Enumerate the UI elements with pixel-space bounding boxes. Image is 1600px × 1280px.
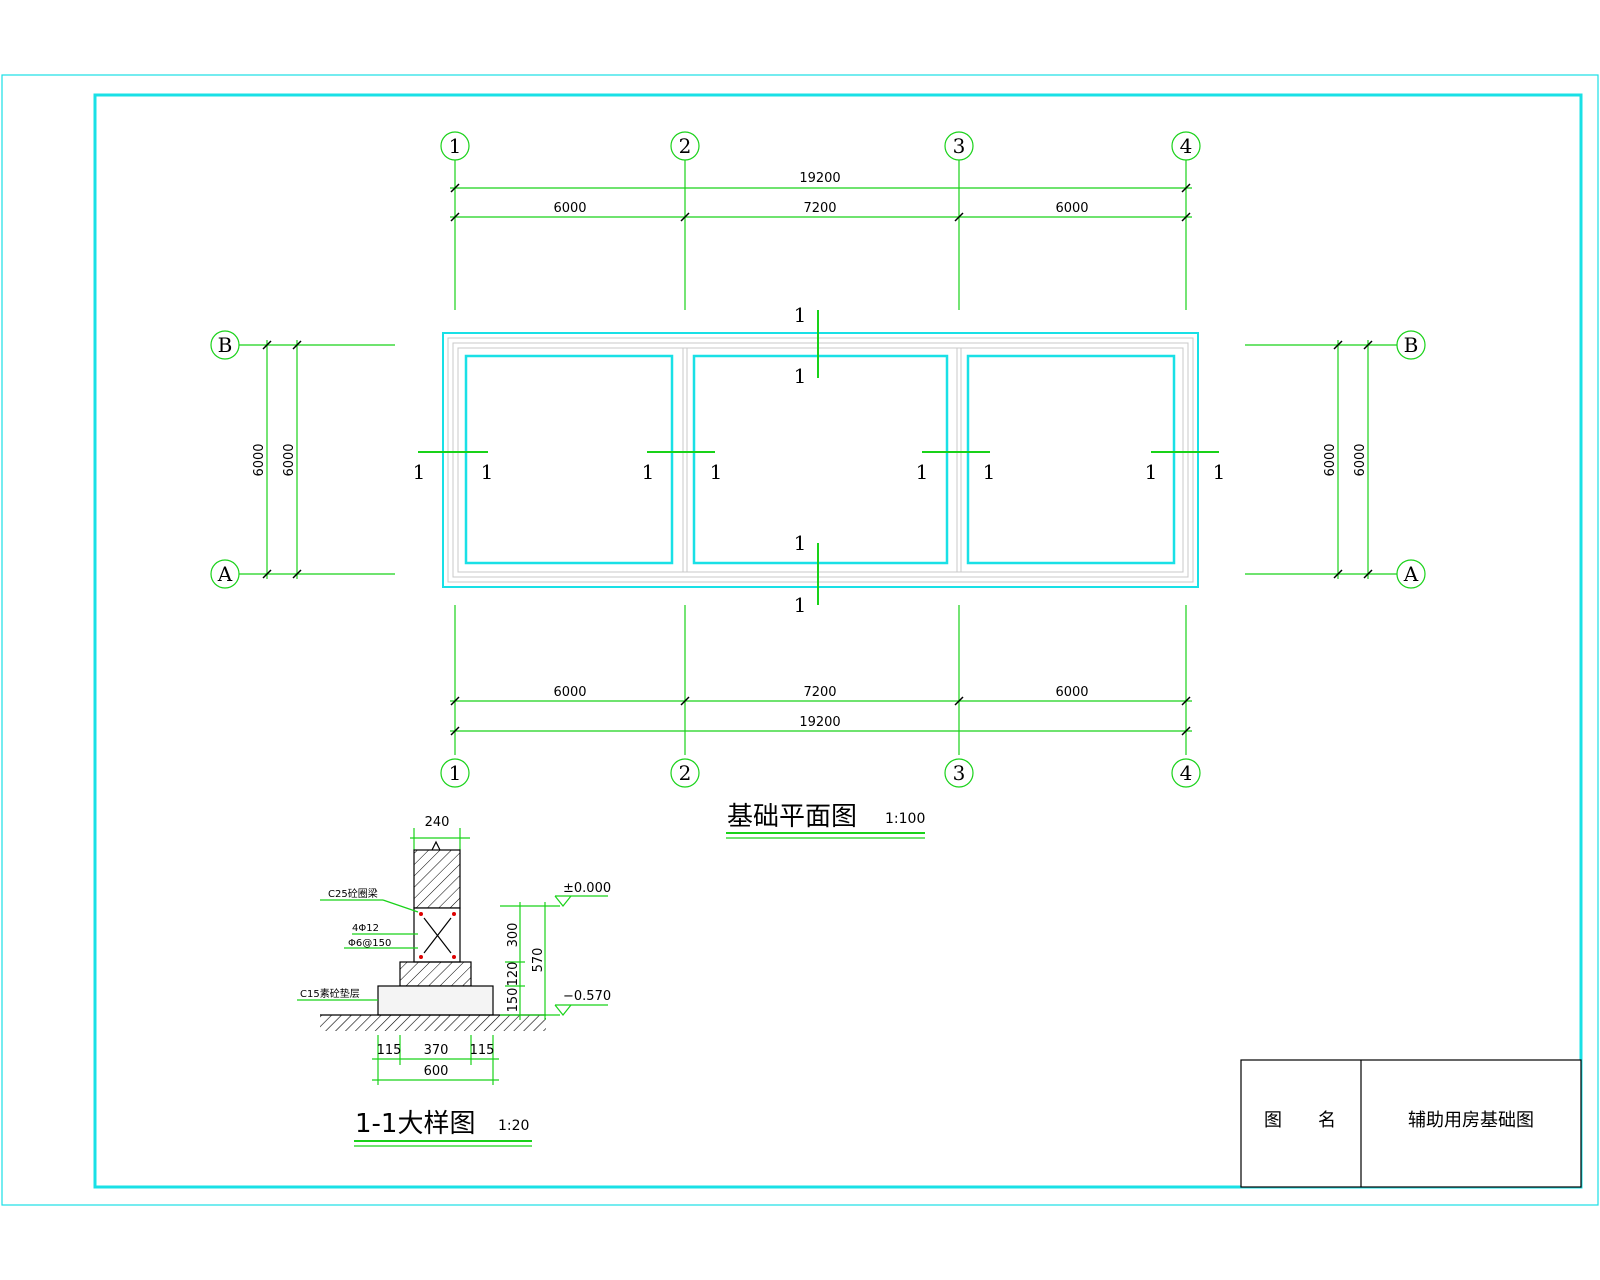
room-3-outline xyxy=(966,354,1176,565)
detail-cushion xyxy=(377,985,494,1016)
plan-scale: 1:100 xyxy=(885,811,925,827)
detail-vdim-300: 300 xyxy=(506,923,521,948)
title-block-label: 图 名 xyxy=(1264,1110,1336,1131)
dim-left-outer: 6000 xyxy=(252,443,267,476)
axis-label-top-2: 2 xyxy=(679,134,692,158)
section-label: 1 xyxy=(413,460,426,484)
outer-frame xyxy=(1,74,1599,1206)
detail-vdim-570: 570 xyxy=(531,948,546,973)
bottom-axis-bubbles: 1 2 3 4 xyxy=(440,758,1201,788)
plan-title: 基础平面图 1:100 xyxy=(726,802,925,839)
dim-bottom-overall: 19200 xyxy=(799,715,840,730)
section-label: 1 xyxy=(794,531,807,555)
detail-wall-width: 240 xyxy=(425,815,450,830)
section-label: 1 xyxy=(794,364,807,388)
room-2-outline xyxy=(692,354,949,565)
detail-hdim-600: 600 xyxy=(424,1064,449,1079)
top-axis-bubbles: 1 2 3 4 xyxy=(440,131,1201,161)
axis-label-left-A: A xyxy=(217,562,233,586)
axis-label-bottom-4: 4 xyxy=(1180,761,1193,785)
axis-label-right-B: B xyxy=(1404,333,1419,357)
detail-title-text: 1-1大样图 xyxy=(355,1109,475,1139)
left-row-axes: B A 6000 6000 xyxy=(210,330,395,589)
section-label: 1 xyxy=(916,460,929,484)
axis-label-left-B: B xyxy=(218,333,233,357)
axis-label-right-A: A xyxy=(1403,562,1419,586)
detail-section: 240 C25砼圈梁 4Φ12 Φ6@150 C15素砼垫层 30 xyxy=(297,815,611,1147)
section-label: 1 xyxy=(710,460,723,484)
title-block: 图 名 辅助用房基础图 xyxy=(1240,1059,1582,1188)
label-cushion: C15素砼垫层 xyxy=(300,987,360,1000)
section-label: 1 xyxy=(794,303,807,327)
title-block-drawing-name: 辅助用房基础图 xyxy=(1408,1110,1534,1131)
dim-right-outer: 6000 xyxy=(1353,443,1368,476)
detail-scale: 1:20 xyxy=(498,1118,529,1134)
top-dimensions: 19200 6000 7200 6000 xyxy=(450,160,1192,310)
dim-bottom-bay-2: 7200 xyxy=(803,685,836,700)
axis-label-top-4: 4 xyxy=(1180,134,1193,158)
dim-right-inner: 6000 xyxy=(1323,443,1338,476)
section-label: 1 xyxy=(481,460,494,484)
detail-hdim-370: 370 xyxy=(424,1043,449,1058)
section-label: 1 xyxy=(1213,460,1226,484)
section-label: 1 xyxy=(642,460,655,484)
axis-label-bottom-1: 1 xyxy=(449,761,462,785)
axis-label-bottom-3: 3 xyxy=(953,761,966,785)
right-row-axes: B A 6000 6000 xyxy=(1245,330,1426,589)
room-1-outline xyxy=(464,354,674,565)
section-label: 1 xyxy=(794,593,807,617)
inner-frame xyxy=(93,93,1583,1189)
dim-top-overall: 19200 xyxy=(799,171,840,186)
plan-title-text: 基础平面图 xyxy=(727,802,857,832)
section-label: 1 xyxy=(1145,460,1158,484)
dim-left-inner: 6000 xyxy=(282,443,297,476)
section-label: 1 xyxy=(983,460,996,484)
dim-top-bay-1: 6000 xyxy=(553,201,586,216)
detail-hdim-115-right: 115 xyxy=(470,1043,495,1058)
label-concrete: C25砼圈梁 xyxy=(328,887,378,900)
dim-bottom-bay-3: 6000 xyxy=(1055,685,1088,700)
axis-label-top-1: 1 xyxy=(449,134,462,158)
detail-vdim-120: 120 xyxy=(506,962,521,987)
elev-bottom: −0.570 xyxy=(563,989,611,1004)
dim-top-bay-2: 7200 xyxy=(803,201,836,216)
foundation-plan: 1 2 3 4 19200 6000 7200 6000 xyxy=(210,131,1426,839)
detail-ground-hatch xyxy=(320,1015,546,1031)
bottom-dimensions: 6000 7200 6000 19200 xyxy=(450,605,1192,755)
detail-vdim-150: 150 xyxy=(506,988,521,1013)
detail-footing xyxy=(399,961,472,987)
foundation-outline xyxy=(442,332,1199,588)
detail-wall xyxy=(413,849,461,909)
elev-top: ±0.000 xyxy=(563,881,611,896)
detail-hdim-115-left: 115 xyxy=(377,1043,402,1058)
axis-label-bottom-2: 2 xyxy=(679,761,692,785)
label-rebar-stirrup: Φ6@150 xyxy=(348,938,391,949)
dim-bottom-bay-1: 6000 xyxy=(553,685,586,700)
label-rebar-main: 4Φ12 xyxy=(352,923,379,934)
axis-label-top-3: 3 xyxy=(953,134,966,158)
dim-top-bay-3: 6000 xyxy=(1055,201,1088,216)
section-marks: 1 1 1 1 1 1 1 1 1 1 1 1 xyxy=(413,303,1226,617)
